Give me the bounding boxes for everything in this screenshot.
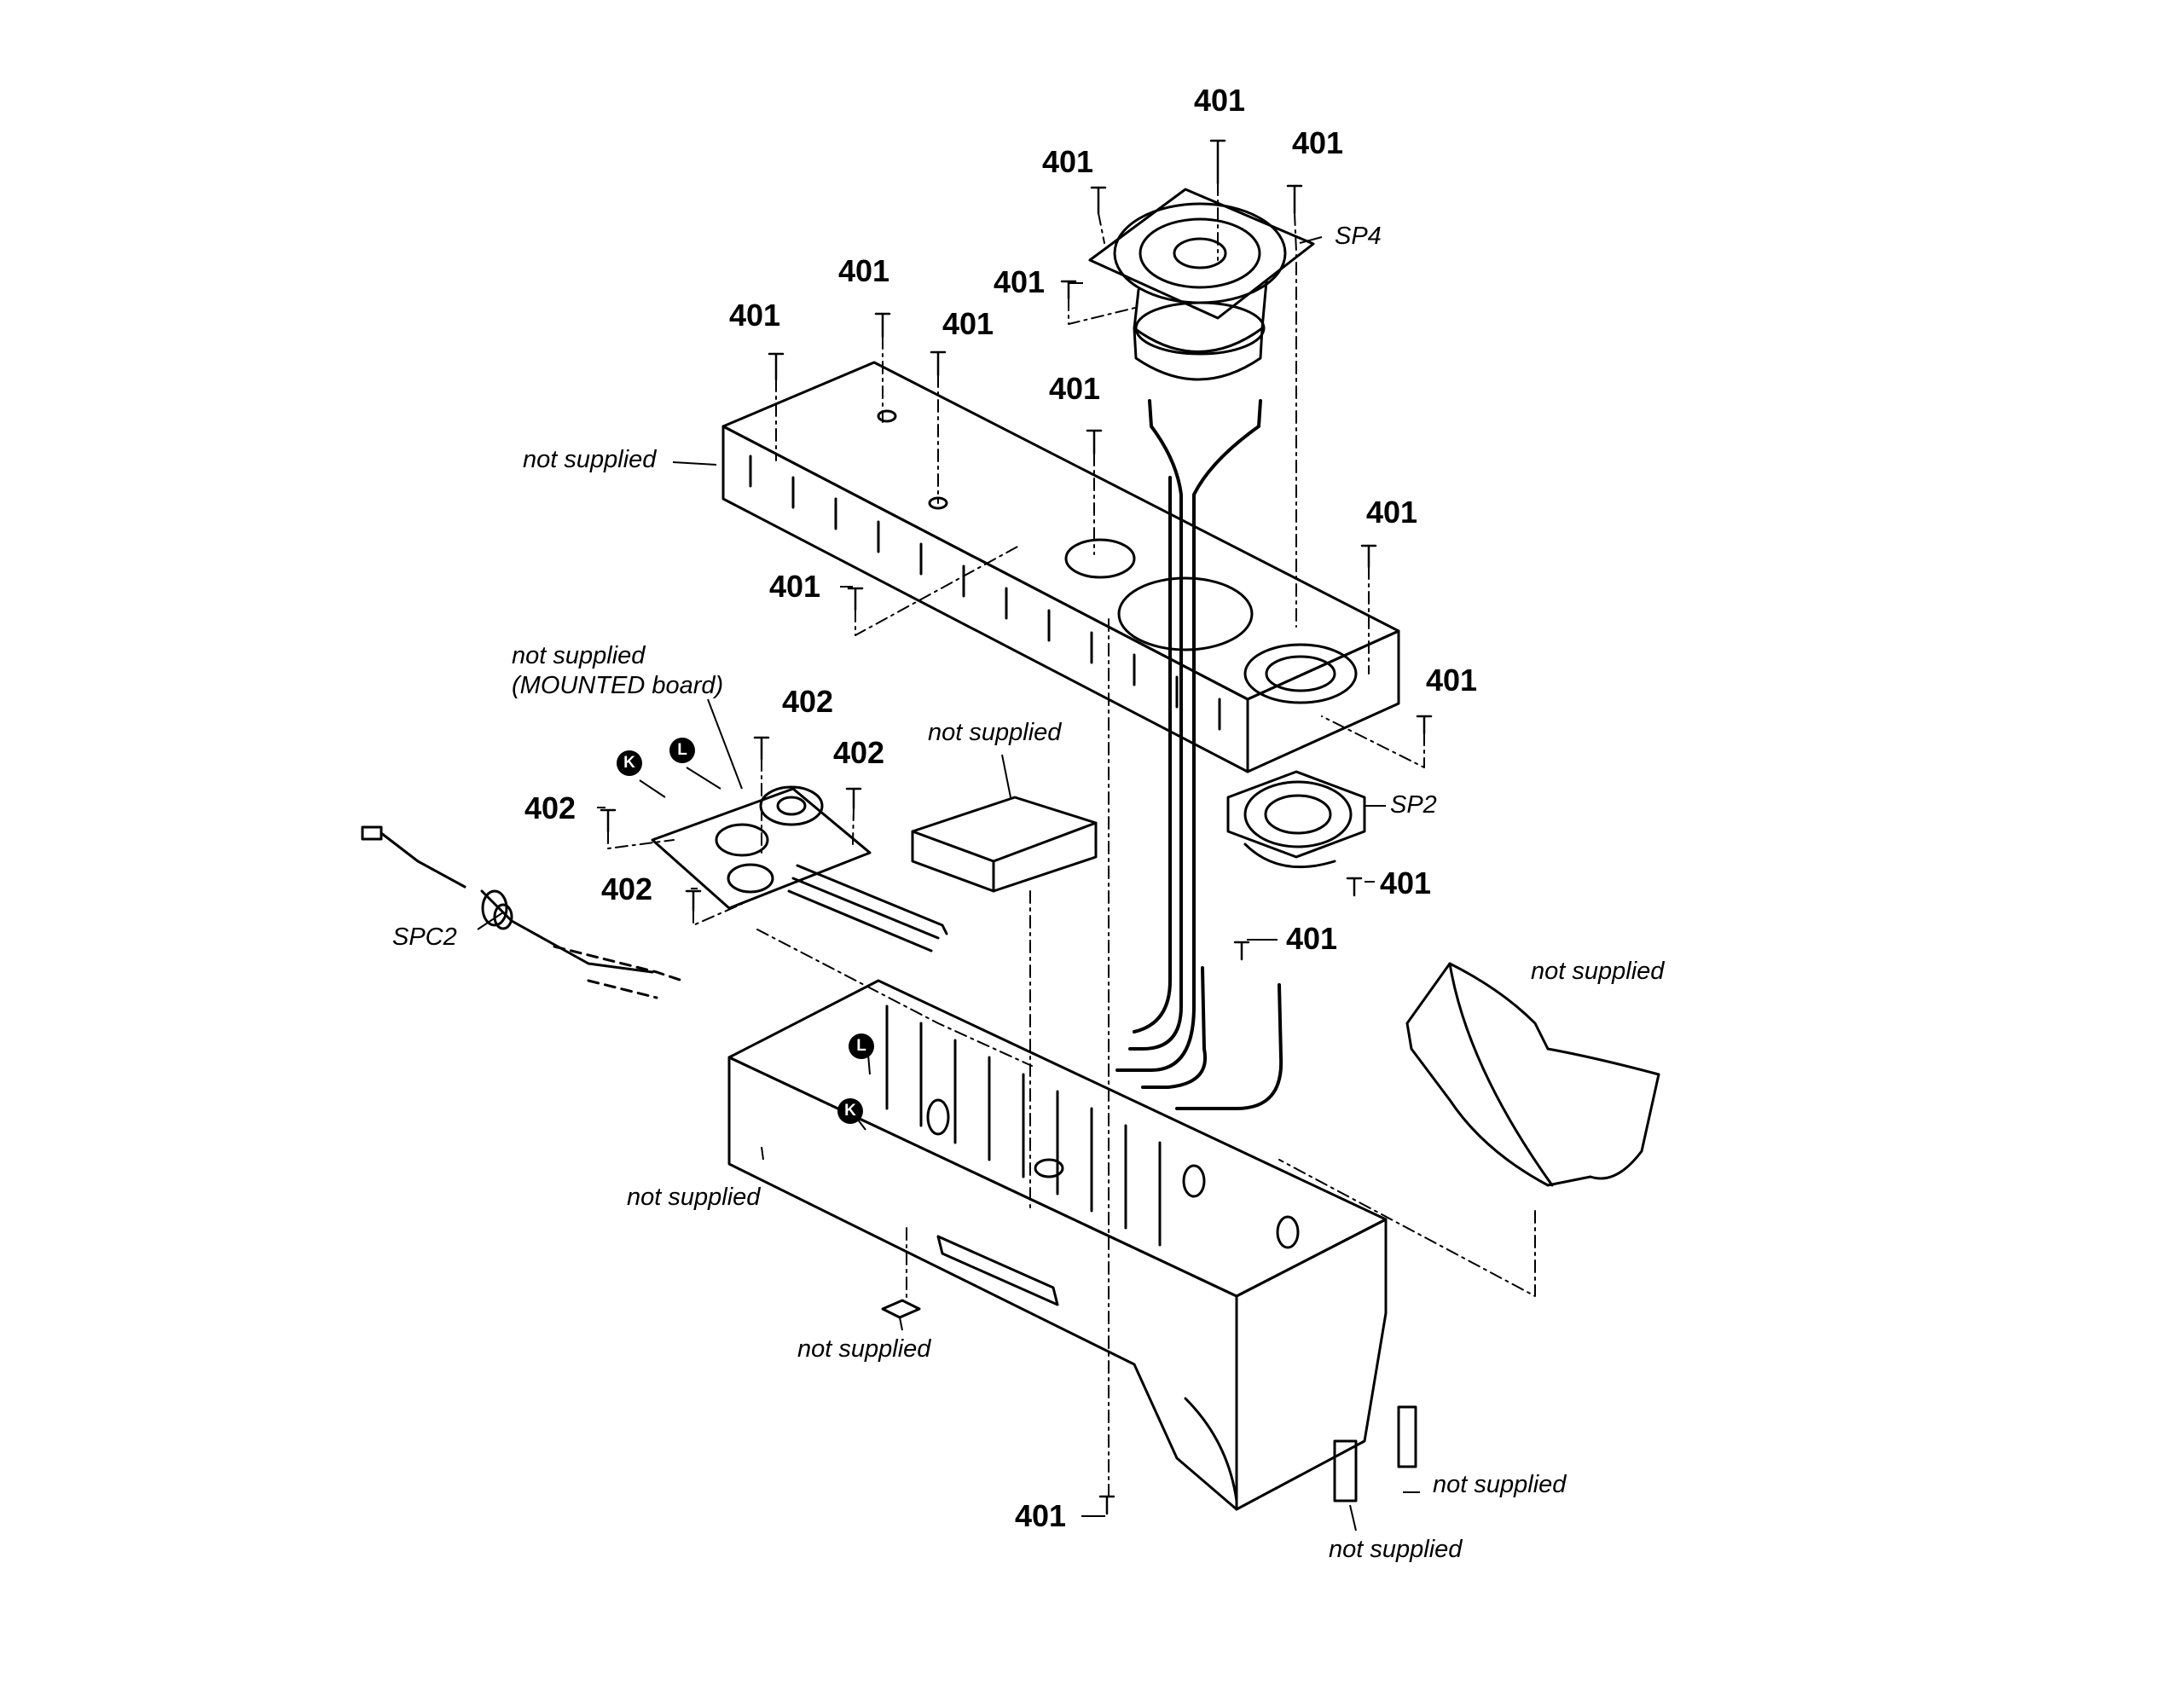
connector-marker-l-board: L — [669, 738, 695, 763]
lower-cabinet — [727, 979, 1388, 1511]
part-number-401-panel-f: 401 — [1366, 495, 1418, 530]
part-number-401-panel-g: 401 — [1426, 663, 1478, 698]
note-cabinet: not supplied — [627, 1184, 761, 1211]
part-number-401-panel-a: 401 — [838, 253, 890, 288]
label-leaders — [477, 236, 1420, 1531]
part-number-401-panel-c: 401 — [942, 306, 994, 341]
speaker-sp2 — [1226, 770, 1366, 869]
small-feet-and-tabs — [881, 1299, 1417, 1502]
note-foam-pad: not supplied — [928, 719, 1062, 746]
part-number-401-panel-b: 401 — [729, 298, 781, 333]
mounted-board — [651, 785, 948, 952]
ref-sp2: SP2 — [1390, 791, 1437, 819]
note-tab-right: not supplied — [1433, 1471, 1567, 1498]
foam-pad — [911, 796, 1098, 893]
part-number-401-sp2-a: 401 — [1380, 866, 1432, 900]
speaker-sp4 — [1088, 188, 1315, 381]
rubber-cushion — [1405, 962, 1660, 1187]
part-number-401-top: 401 — [1194, 83, 1246, 118]
sp4-cable — [1115, 399, 1283, 1110]
part-number-401-sp4-left: 401 — [1042, 144, 1094, 179]
note-board-line1: not supplied — [512, 642, 646, 669]
assembly-guide-lines — [607, 182, 1536, 1497]
note-board-line2: (MOUNTED board) — [512, 672, 724, 699]
ref-spc2: SPC2 — [392, 923, 457, 951]
part-number-402-a: 402 — [782, 684, 834, 719]
top-cover-panel — [721, 361, 1400, 773]
part-number-402-b: 402 — [833, 735, 885, 770]
part-number-401-sp4-right: 401 — [1292, 125, 1344, 160]
note-top-cover: not supplied — [523, 446, 657, 473]
cable-spc2 — [361, 825, 684, 999]
note-foot: not supplied — [797, 1335, 931, 1363]
screws — [600, 139, 1433, 1515]
part-number-401-sp2-b: 401 — [1286, 921, 1338, 956]
part-number-401-panel-d: 401 — [1049, 371, 1101, 406]
note-cushion: not supplied — [1531, 958, 1665, 985]
ref-sp4: SP4 — [1335, 223, 1382, 250]
connector-marker-l-cabinet: L — [849, 1033, 874, 1059]
part-number-401-bottom: 401 — [1015, 1498, 1067, 1533]
connector-marker-k-cabinet: K — [837, 1098, 863, 1124]
part-number-402-d: 402 — [601, 871, 653, 906]
connector-marker-k-board: K — [617, 750, 642, 776]
part-number-401-panel-e: 401 — [769, 569, 821, 604]
part-number-402-c: 402 — [524, 790, 577, 825]
note-tab-bottom: not supplied — [1329, 1536, 1463, 1563]
part-number-401-sp4-front: 401 — [994, 264, 1046, 299]
